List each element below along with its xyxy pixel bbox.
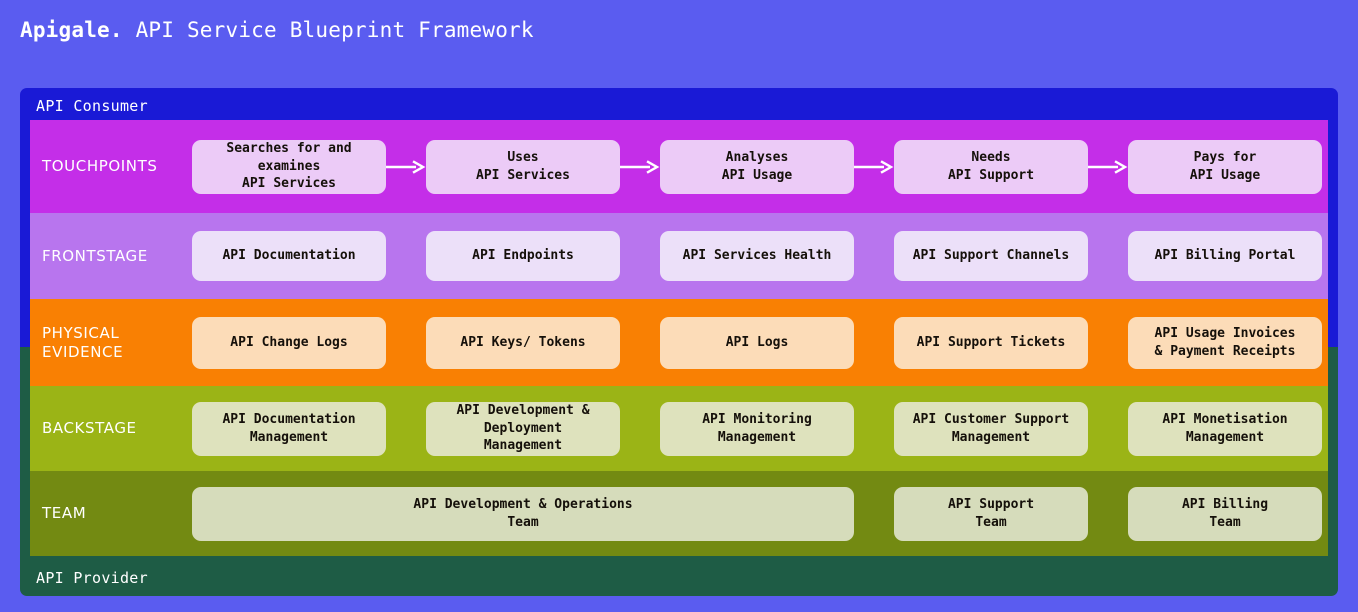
blueprint-card[interactable]: API Services Health bbox=[660, 231, 854, 281]
blueprint-card[interactable]: API Documentation bbox=[192, 231, 386, 281]
blueprint-row-backstage: BACKSTAGE API Documentation Management API… bbox=[30, 386, 1328, 471]
flow-arrow-icon bbox=[1088, 160, 1128, 173]
blueprint-card[interactable]: Searches for and examines API Services bbox=[192, 139, 386, 194]
row-cards-frontstage: API Documentation API Endpoints API Servic… bbox=[192, 231, 1338, 281]
blueprint-card[interactable]: API Support Team bbox=[894, 486, 1088, 541]
row-label-physical: PHYSICAL EVIDENCE bbox=[42, 323, 124, 361]
row-cards-team: API Development & Operations Team API Sup… bbox=[192, 486, 1338, 541]
flow-arrow-icon bbox=[386, 160, 426, 173]
row-cards-physical: API Change Logs API Keys/ Tokens API Logs A… bbox=[192, 316, 1338, 369]
blueprint-card[interactable]: API Billing Team bbox=[1128, 486, 1322, 541]
blueprint-card[interactable]: API Documentation Management bbox=[192, 401, 386, 456]
blueprint-card[interactable]: API Monetisation Management bbox=[1128, 401, 1322, 456]
blueprint-row-team: TEAM API Development & Operations Team API… bbox=[30, 471, 1328, 556]
blueprint-row-frontstage: FRONTSTAGE API Documentation API Endpoints… bbox=[30, 213, 1328, 299]
blueprint-card[interactable]: API Support Channels bbox=[894, 231, 1088, 281]
blueprint-card[interactable]: API Monitoring Management bbox=[660, 401, 854, 456]
row-label-backstage: BACKSTAGE bbox=[42, 419, 137, 438]
blueprint-card[interactable]: Needs API Support bbox=[894, 139, 1088, 194]
page-title: Apigale. API Service Blueprint Framework bbox=[20, 13, 534, 47]
page-title-text: API Service Blueprint Framework bbox=[122, 18, 534, 42]
provider-frame-label: API Provider bbox=[36, 569, 148, 587]
service-blueprint: API Consumer API Provider TOUCHPOINTS Sea… bbox=[20, 88, 1338, 596]
blueprint-card[interactable]: API Change Logs bbox=[192, 316, 386, 369]
blueprint-row-physical: PHYSICAL EVIDENCE API Change Logs API Keys… bbox=[30, 299, 1328, 386]
flow-arrow-icon bbox=[854, 160, 894, 173]
row-label-touchpoints: TOUCHPOINTS bbox=[42, 157, 158, 176]
blueprint-card[interactable]: Pays for API Usage bbox=[1128, 139, 1322, 194]
row-label-team: TEAM bbox=[42, 504, 87, 523]
flow-arrow-icon bbox=[620, 160, 660, 173]
blueprint-card[interactable]: API Keys/ Tokens bbox=[426, 316, 620, 369]
blueprint-card[interactable]: API Billing Portal bbox=[1128, 231, 1322, 281]
blueprint-card[interactable]: API Endpoints bbox=[426, 231, 620, 281]
blueprint-card[interactable]: API Customer Support Management bbox=[894, 401, 1088, 456]
blueprint-rows: TOUCHPOINTS Searches for and examines API… bbox=[30, 120, 1328, 556]
blueprint-card[interactable]: Analyses API Usage bbox=[660, 139, 854, 194]
blueprint-card[interactable]: API Usage Invoices & Payment Receipts bbox=[1128, 316, 1322, 369]
blueprint-card[interactable]: Uses API Services bbox=[426, 139, 620, 194]
brand-name: Apigale. bbox=[20, 18, 123, 42]
blueprint-row-touchpoints: TOUCHPOINTS Searches for and examines API… bbox=[30, 120, 1328, 213]
blueprint-card[interactable]: API Development & Operations Team bbox=[192, 486, 854, 541]
blueprint-card[interactable]: API Development & Deployment Management bbox=[426, 401, 620, 456]
row-label-frontstage: FRONTSTAGE bbox=[42, 246, 148, 265]
consumer-frame-label: API Consumer bbox=[36, 97, 148, 115]
row-cards-backstage: API Documentation Management API Developm… bbox=[192, 401, 1338, 456]
blueprint-card[interactable]: API Logs bbox=[660, 316, 854, 369]
row-cards-touchpoints: Searches for and examines API Services Us… bbox=[192, 139, 1338, 194]
blueprint-card[interactable]: API Support Tickets bbox=[894, 316, 1088, 369]
